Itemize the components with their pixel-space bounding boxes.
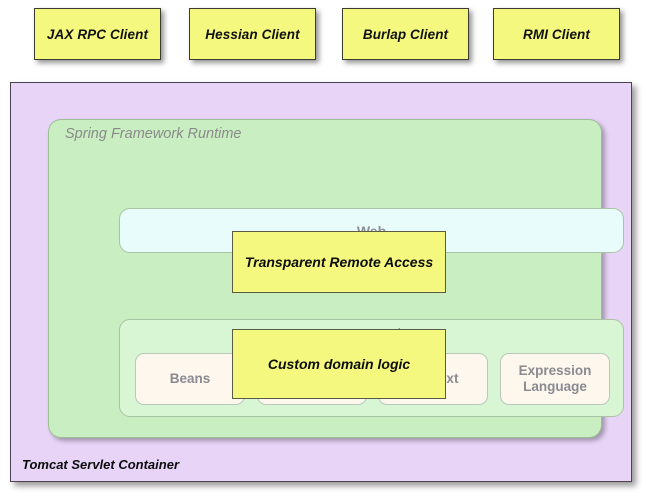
client-box-jax-rpc[interactable]: JAX RPC Client [34,8,161,60]
client-box-rmi[interactable]: RMI Client [493,8,620,60]
core-module-beans[interactable]: Beans [135,353,245,405]
tomcat-servlet-container[interactable]: Spring Framework Runtime Web Core Contai… [10,82,632,482]
client-label: RMI Client [523,26,590,42]
emphasis-label: Custom domain logic [267,356,411,372]
client-label: Hessian Client [205,26,300,42]
core-module-label: Beans [169,371,211,387]
client-label: JAX RPC Client [46,26,149,42]
emphasis-box-transparent-remote-access[interactable]: Transparent Remote Access [232,231,446,293]
client-box-burlap[interactable]: Burlap Client [342,8,469,60]
tomcat-container-label: Tomcat Servlet Container [22,457,180,472]
client-box-hessian[interactable]: Hessian Client [189,8,316,60]
client-label: Burlap Client [362,26,449,42]
spring-runtime-label: Spring Framework Runtime [65,126,242,142]
emphasis-box-custom-domain-logic[interactable]: Custom domain logic [232,329,446,399]
emphasis-label: Transparent Remote Access [244,254,434,270]
client-row: JAX RPC Client Hessian Client Burlap Cli… [0,0,646,76]
